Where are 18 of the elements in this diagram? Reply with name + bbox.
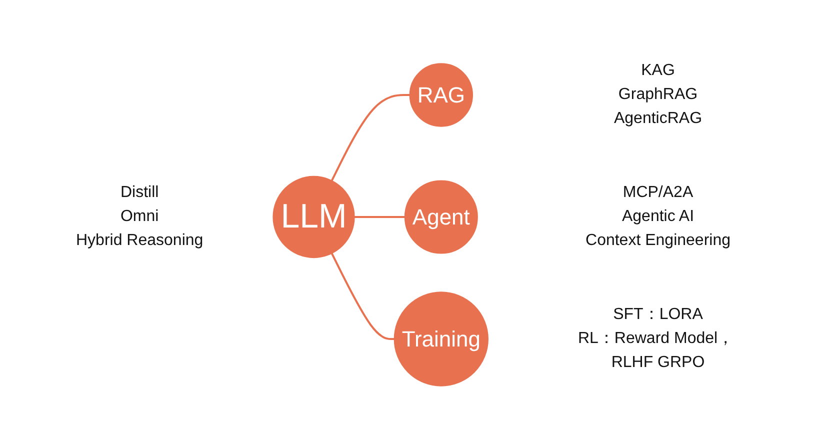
node-label: KAG xyxy=(640,62,674,79)
node-circle: Training xyxy=(393,292,488,386)
node-label: RL：Reward Model， RLHF GRPO xyxy=(577,330,734,371)
node-label: GraphRAG xyxy=(618,86,698,103)
node-label: Omni xyxy=(120,208,158,225)
connector xyxy=(330,252,394,340)
node-label: Agentic AI xyxy=(621,208,694,225)
node-circle: RAG xyxy=(408,63,472,127)
node-label: Hybrid Reasoning xyxy=(76,232,203,249)
connector xyxy=(354,216,404,218)
node-label: Distill xyxy=(120,184,158,201)
node-label: AgenticRAG xyxy=(613,110,702,127)
node-label: Context Engineering xyxy=(585,232,730,249)
node-circle: LLM xyxy=(272,176,354,258)
connector xyxy=(330,94,410,182)
node-label: SFT：LORA xyxy=(612,306,702,323)
node-circle: Agent xyxy=(404,180,478,254)
node-label: MCP/A2A xyxy=(622,184,693,201)
